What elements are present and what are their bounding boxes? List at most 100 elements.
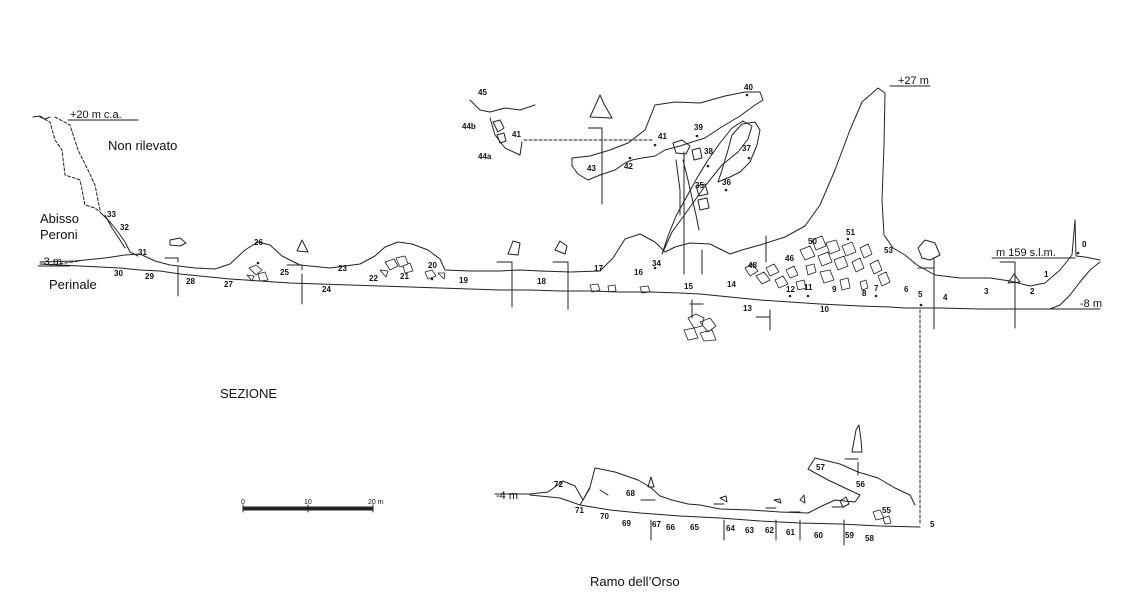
- station-16: 16: [634, 268, 643, 277]
- station-28: 28: [186, 277, 195, 286]
- station-6: 6: [904, 285, 909, 294]
- station-32: 32: [120, 223, 129, 232]
- station-39: 39: [694, 123, 703, 132]
- station-35: 35: [695, 181, 704, 190]
- ramo-spire: [851, 424, 863, 453]
- ramo-label: Ramo dell’Orso: [590, 574, 680, 589]
- upper-left-fragment: [469, 99, 536, 156]
- elevation-labels: +20 m c.a. +27 m m 159 s.l.m. -3 m -8 m …: [40, 75, 1102, 502]
- ramo-station-57: 57: [816, 463, 825, 472]
- ramo-station-5: 5: [930, 520, 935, 529]
- station-3: 3: [984, 287, 989, 296]
- station-11: 11: [804, 283, 813, 292]
- station-38: 38: [704, 147, 713, 156]
- sezione-label: SEZIONE: [220, 386, 277, 401]
- ramo-station-66: 66: [666, 523, 675, 532]
- station-48: 48: [748, 261, 757, 270]
- station-17: 17: [594, 264, 603, 273]
- upper-rocks: [672, 139, 710, 211]
- ramo-station-61: 61: [786, 528, 795, 537]
- boulders: [246, 235, 892, 525]
- station-0: 0: [1082, 240, 1087, 249]
- upper-cell-37: [717, 121, 761, 183]
- station-33: 33: [107, 210, 116, 219]
- station-18: 18: [537, 277, 546, 286]
- station-8: 8: [862, 289, 867, 298]
- station-43: 43: [587, 164, 596, 173]
- station-5: 5: [918, 290, 923, 299]
- station-41-right: 41: [658, 132, 667, 141]
- station-24: 24: [322, 285, 331, 294]
- entrance-slope: [1074, 219, 1101, 261]
- scale-tick-20: 20 m: [368, 499, 384, 506]
- station-19: 19: [459, 276, 468, 285]
- ramo-station-60: 60: [814, 531, 823, 540]
- non-rilevato-label: Non rilevato: [108, 138, 177, 153]
- main-gallery-ceiling: [39, 87, 1076, 287]
- station-46: 46: [785, 254, 794, 263]
- elev-entrance: m 159 s.l.m.: [996, 247, 1056, 259]
- shaft-inner-wall: [661, 120, 753, 255]
- station-23: 23: [338, 264, 347, 273]
- ramo-station-67: 67: [652, 520, 661, 529]
- station-53: 53: [884, 246, 893, 255]
- ramo-station-59: 59: [845, 531, 854, 540]
- station-44a: 44a: [478, 152, 492, 161]
- station-27: 27: [224, 280, 233, 289]
- ramo-station-71: 71: [575, 506, 584, 515]
- station-4: 4: [943, 293, 948, 302]
- station-20: 20: [428, 261, 437, 270]
- peroni-label: Peroni: [40, 227, 78, 242]
- station-50: 50: [808, 237, 817, 246]
- ramo-station-63: 63: [745, 526, 754, 535]
- abisso-shaft-lower: [99, 211, 139, 257]
- station-22: 22: [369, 274, 378, 283]
- station-44b: 44b: [462, 122, 476, 131]
- section-markers: [164, 127, 1016, 546]
- elev-left-floor: -3 m: [40, 256, 62, 268]
- ramo-station-69: 69: [622, 519, 631, 528]
- station-42: 42: [624, 162, 633, 171]
- section-sketches: [169, 237, 1021, 508]
- ramo-station-64: 64: [726, 524, 735, 533]
- ramo-station-62: 62: [765, 526, 774, 535]
- abisso-label: Abisso: [40, 211, 79, 226]
- ramo-step: [579, 487, 609, 506]
- station-41-left: 41: [512, 130, 521, 139]
- upper-left-rockpile: [492, 119, 507, 144]
- ramo-station-70: 70: [600, 512, 609, 521]
- station-25: 25: [280, 268, 289, 277]
- station-40: 40: [744, 83, 753, 92]
- station-2: 2: [1030, 287, 1035, 296]
- scale-tick-10: 10: [304, 499, 312, 506]
- station-10: 10: [820, 305, 829, 314]
- upper-drop-wall-2: [675, 159, 681, 216]
- abisso-shaft-dashed-2: [54, 116, 101, 211]
- ramo-station-55: 55: [882, 506, 891, 515]
- left-floor-dashed: [49, 260, 81, 266]
- station-30: 30: [114, 269, 123, 278]
- station-45: 45: [478, 88, 487, 97]
- abisso-top-marker: [32, 115, 51, 120]
- station-34: 34: [652, 259, 661, 268]
- elev-top-right: +27 m: [898, 75, 929, 87]
- scale-bar: [242, 504, 374, 513]
- survey-stations: 0 1 2 3 4 5 6 7 8 9 10 11 12 13 14 15 16…: [107, 83, 1087, 543]
- perinale-label: Perinale: [49, 277, 97, 292]
- station-26: 26: [254, 238, 263, 247]
- ramo-station-58: 58: [865, 534, 874, 543]
- station-14: 14: [727, 280, 736, 289]
- station-36: 36: [722, 178, 731, 187]
- station-51: 51: [846, 228, 855, 237]
- ramo-floor: [529, 494, 921, 528]
- station-29: 29: [145, 272, 154, 281]
- station-9: 9: [832, 285, 837, 294]
- station-21: 21: [400, 272, 409, 281]
- upper-drop-wall: [682, 159, 700, 231]
- labels: Non rilevato Abisso Peroni Perinale SEZI…: [40, 138, 680, 589]
- scale-labels: 0 10 20 m: [241, 499, 384, 506]
- ramo-station-72: 72: [554, 480, 563, 489]
- elev-ramo: -4 m: [496, 490, 518, 502]
- scale-tick-0: 0: [241, 499, 245, 506]
